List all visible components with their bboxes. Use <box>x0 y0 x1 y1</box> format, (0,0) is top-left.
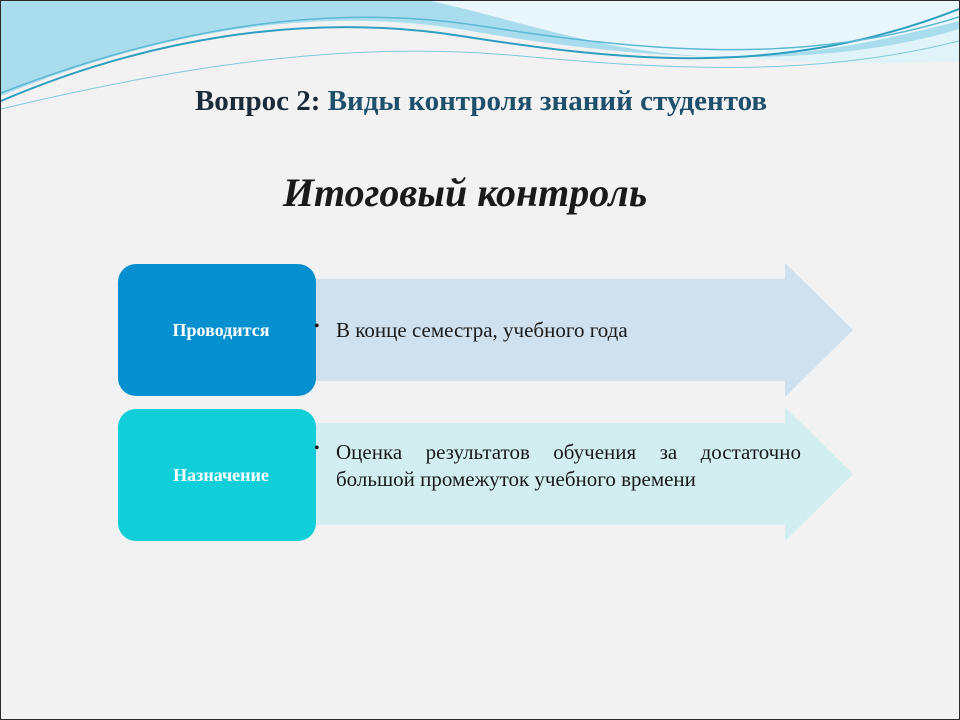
label-box-1: Проводится <box>118 264 316 396</box>
wave-front <box>1 1 959 57</box>
arrow-shape-2 <box>281 407 853 541</box>
wave-line-2 <box>1 16 959 94</box>
label-text-2: Назначение <box>173 464 269 485</box>
decorative-waves <box>1 1 959 110</box>
bullet-text-1: В конце семестра, учебного года <box>336 318 628 342</box>
wave-line-1 <box>1 8 959 102</box>
slide-title: Вопрос 2: Виды контроля знаний студентов <box>1 85 959 118</box>
bullet-item-1: • В конце семестра, учебного года <box>314 317 806 344</box>
bullet-item-2: • Оценка результатов обучения за достато… <box>314 439 801 493</box>
arrow-body-1 <box>281 263 853 397</box>
bullet-text-2: Оценка результатов обучения за достаточн… <box>336 440 801 491</box>
label-text-1: Проводится <box>172 319 270 340</box>
bullet-dot-1: • <box>314 318 320 335</box>
title-main: Виды контроля знаний студентов <box>327 85 768 117</box>
wave-line-3 <box>1 40 959 110</box>
arrow-body-2 <box>281 407 853 541</box>
arrow-shape-1 <box>281 263 853 397</box>
label-box-2: Назначение <box>118 409 316 541</box>
bullet-dot-2: • <box>314 440 320 457</box>
title-prefix: Вопрос 2: <box>194 85 321 117</box>
slide-subtitle: Итоговый контроль <box>282 170 648 215</box>
